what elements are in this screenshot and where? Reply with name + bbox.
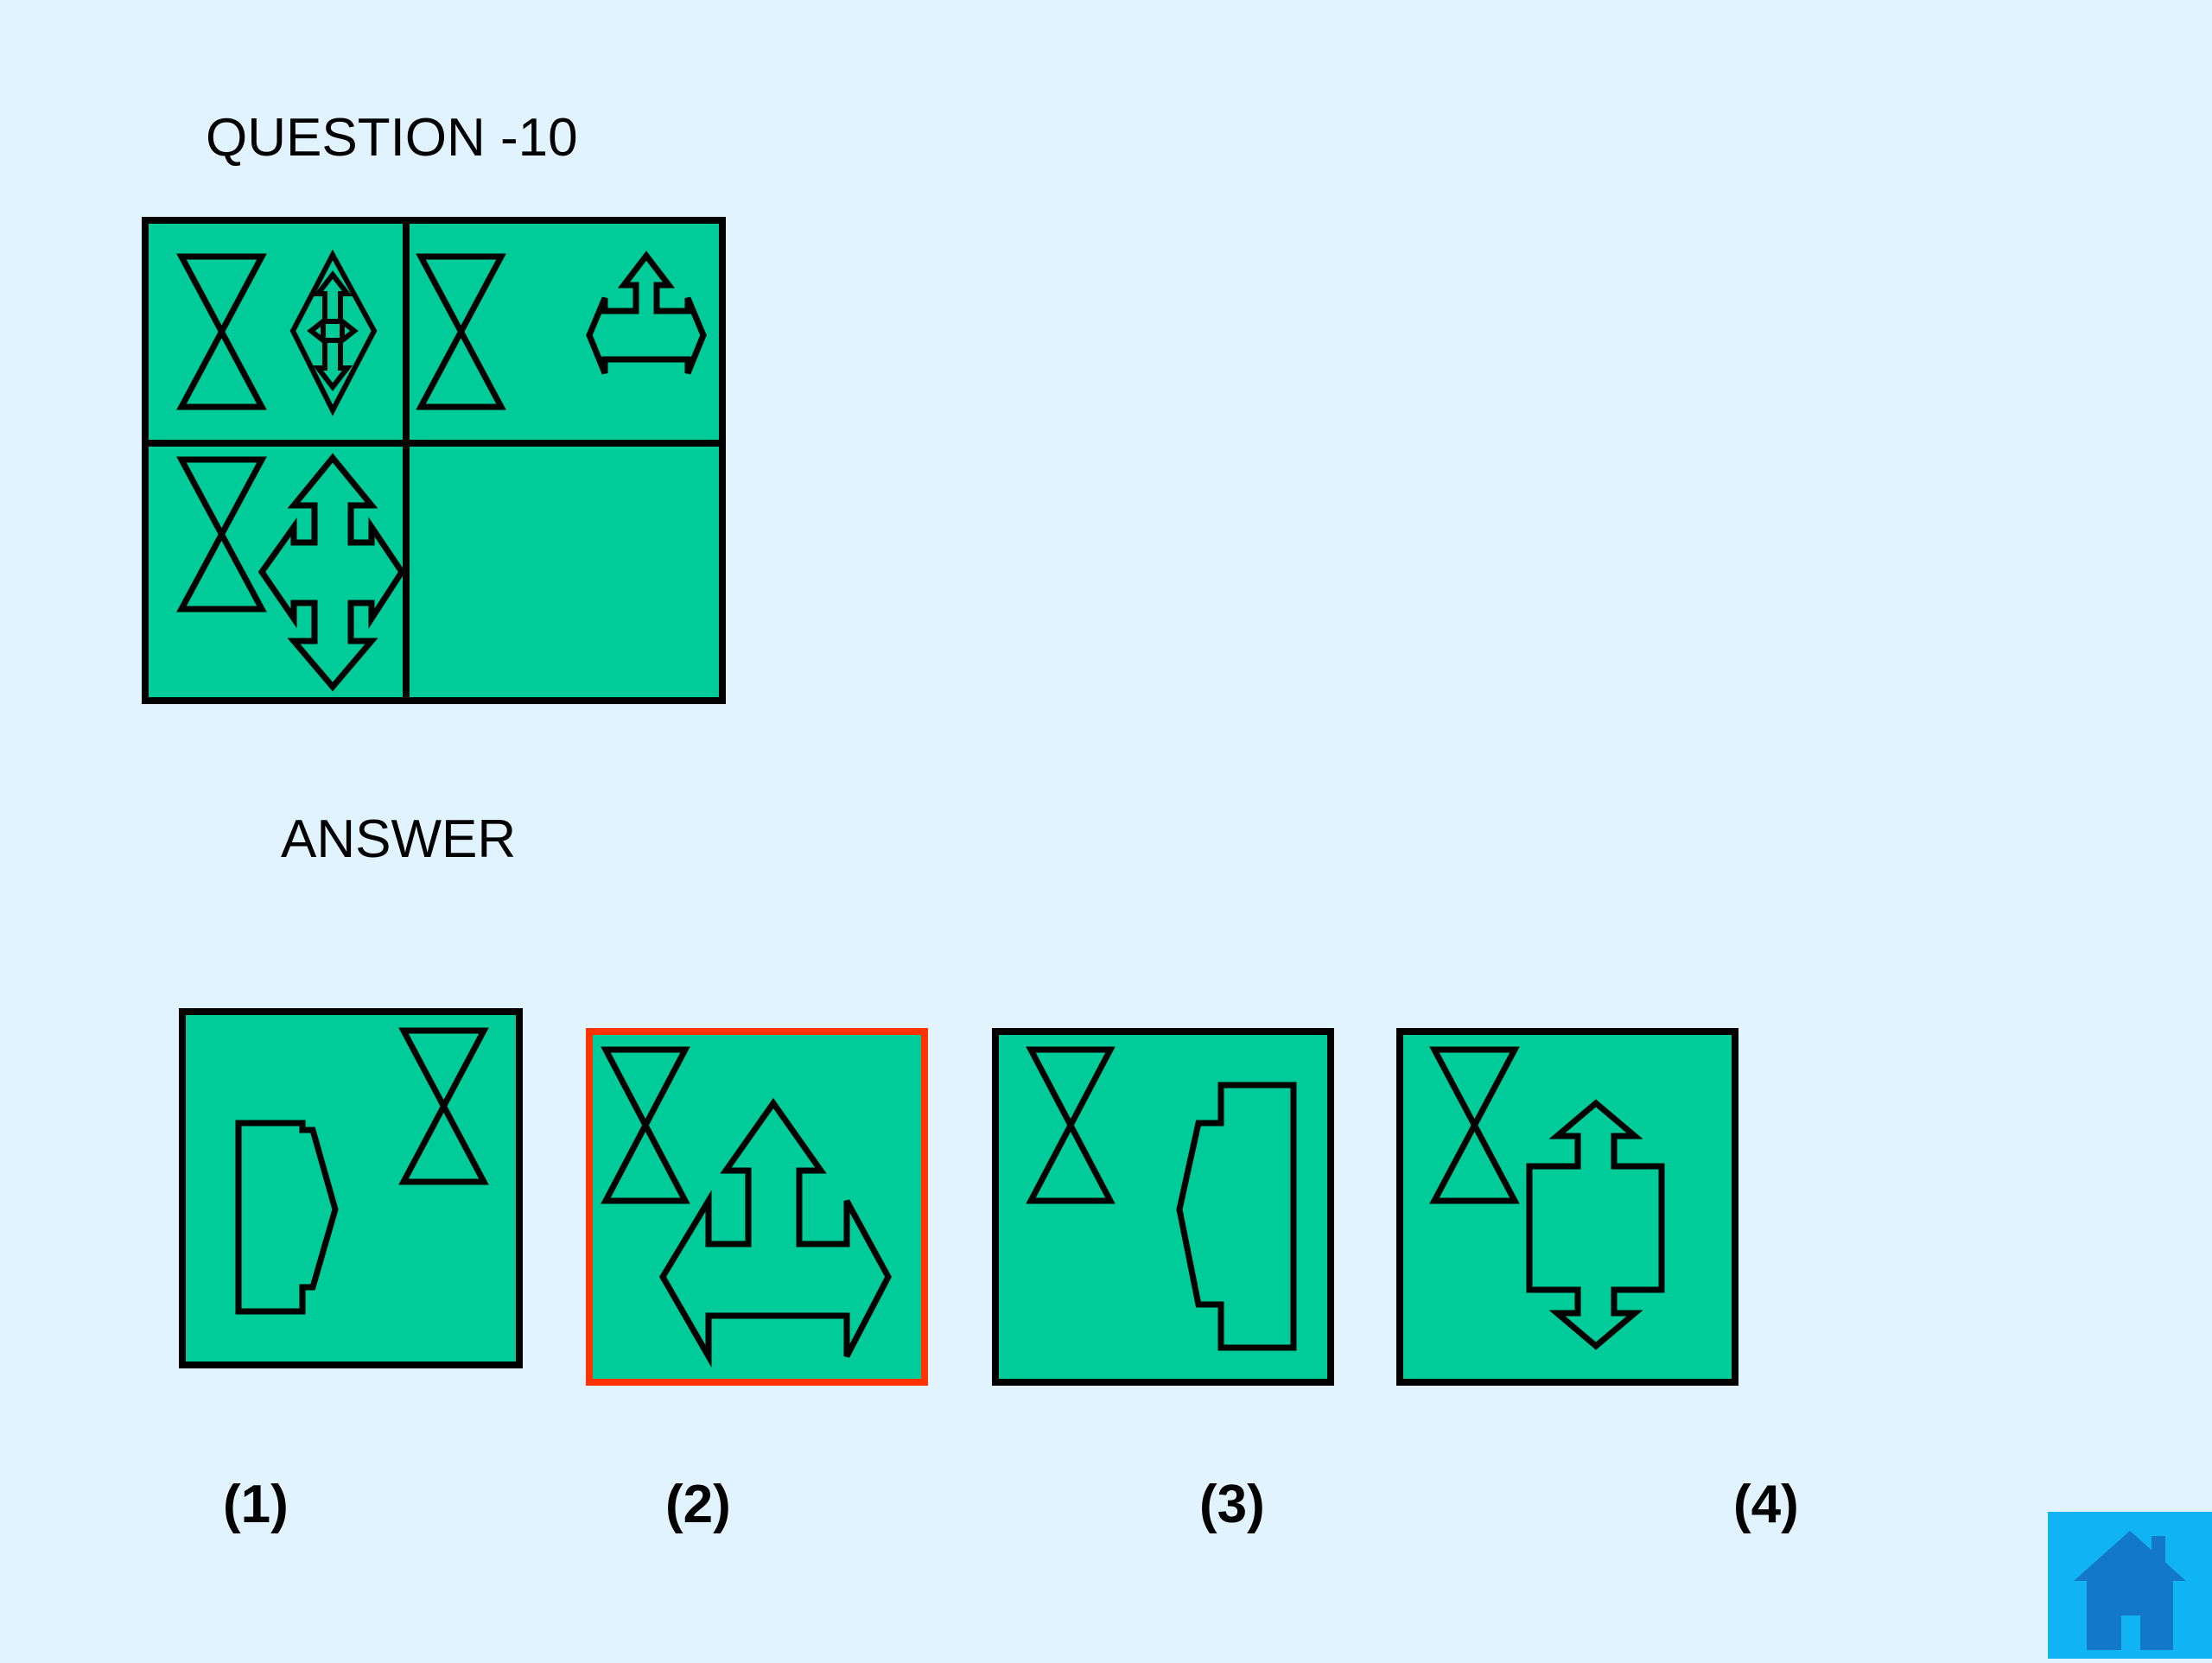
hourglass-icon	[176, 456, 267, 613]
hourglass-icon	[1026, 1046, 1116, 1204]
four-way-arrow-icon	[257, 453, 406, 692]
option-2-box-selected[interactable]	[586, 1028, 928, 1386]
option-2-label: (2)	[665, 1475, 731, 1534]
hourglass-icon	[398, 1027, 489, 1185]
answer-option-3[interactable]	[992, 1028, 1334, 1386]
answer-option-1[interactable]	[179, 1008, 523, 1368]
answer-title: ANSWER	[281, 809, 517, 869]
cross-arrow-icon	[289, 249, 378, 416]
option-4-label: (4)	[1733, 1475, 1799, 1534]
triple-arrow-icon	[658, 1097, 892, 1368]
question-title: QUESTION -10	[206, 108, 578, 168]
answer-option-2[interactable]	[586, 1028, 928, 1386]
hourglass-icon	[601, 1046, 690, 1204]
hourglass-icon	[416, 253, 506, 410]
home-icon	[2074, 1531, 2186, 1650]
double-arrow-block-icon	[1526, 1099, 1665, 1350]
grid-cell-1	[176, 249, 378, 416]
option-1-label: (1)	[223, 1475, 289, 1534]
grid-cell-3	[176, 453, 406, 692]
question-grid	[142, 217, 726, 704]
triple-arrow-icon	[586, 251, 707, 375]
answer-option-4[interactable]	[1396, 1028, 1738, 1386]
hourglass-icon	[176, 253, 267, 410]
grid-cell-2	[416, 251, 707, 410]
right-arrow-bar-icon	[235, 1120, 339, 1315]
left-arrow-bar-icon	[1176, 1082, 1297, 1351]
hourglass-icon	[1429, 1046, 1520, 1204]
option-3-label: (3)	[1199, 1475, 1265, 1534]
home-button[interactable]	[2048, 1512, 2212, 1659]
